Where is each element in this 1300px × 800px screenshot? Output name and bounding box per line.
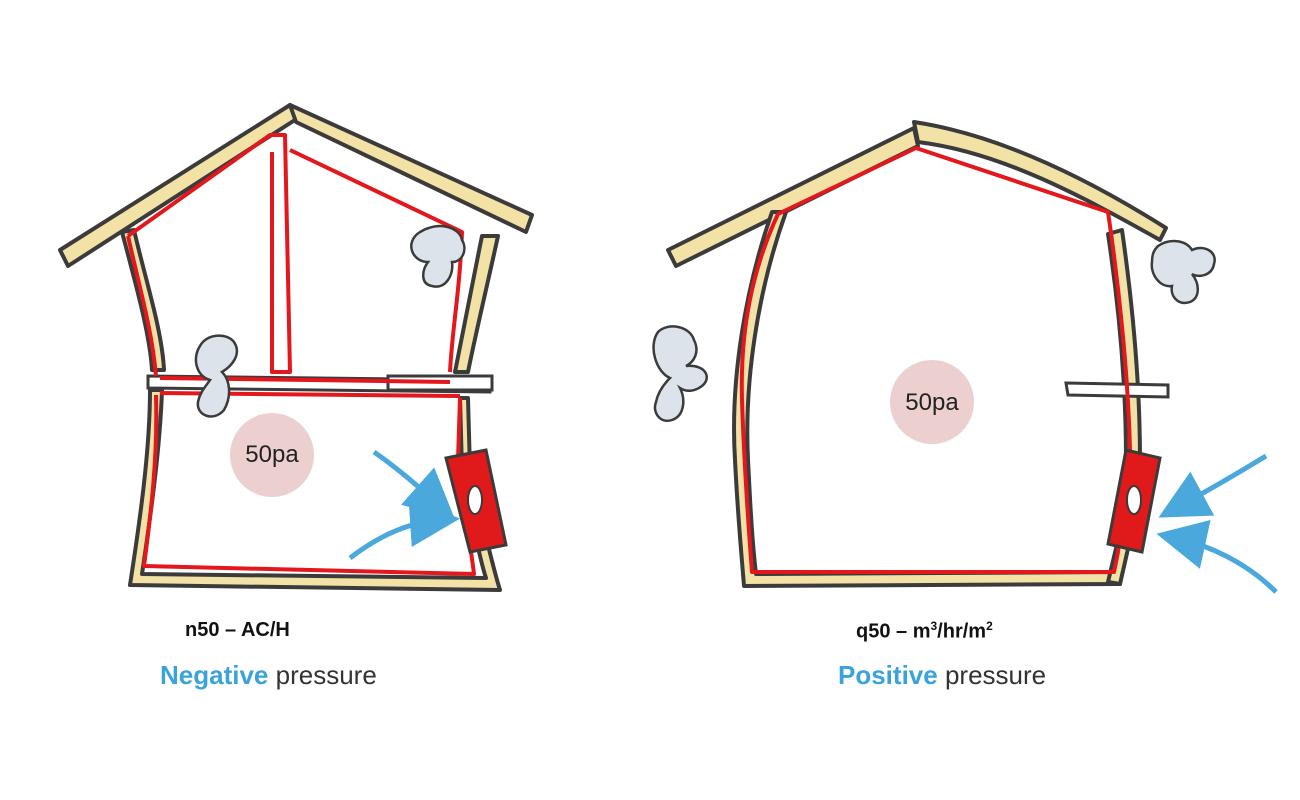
right-mode-label: Positive pressure [838,660,1046,691]
right-metric-label: q50 – m3/hr/m2 [856,619,993,644]
left-airflow-arrow-lower [348,497,460,560]
right-mode-highlight: Positive [838,660,938,690]
right-metric-sup2: 2 [986,619,993,633]
right-mode-rest: pressure [944,660,1047,690]
right-roof-right-board [912,120,1168,242]
right-house: 50pa [652,120,1278,594]
right-shelf [1064,381,1170,399]
right-airflow-arrow-lower [1156,519,1278,594]
right-metric-sup1: 3 [930,619,938,633]
left-metric-label: n50 – AC/H [185,619,290,641]
right-pressure-value: 50pa [905,389,959,416]
left-leak-cloud-upper [410,224,466,288]
left-roof-right-board [288,103,534,234]
left-leak-cloud-lower [194,334,239,418]
left-lower-shell [128,388,502,592]
left-mode-label: Negative pressure [160,660,377,691]
right-fan-opening [1126,485,1142,515]
right-roof-left-board [666,126,920,268]
right-airflow-arrow-upper [1158,453,1268,518]
right-pressure-bubble [890,360,974,444]
right-air-barrier [739,146,1132,574]
left-wall-upper-right [453,234,500,374]
left-pressure-bubble [230,413,314,497]
left-pressure-value: 50pa [245,441,299,468]
left-roof-left-board [58,103,300,268]
right-leak-cloud-upper [1150,239,1216,305]
left-mode-highlight: Negative [160,660,269,690]
right-metric-mid: /hr/m [937,620,987,643]
left-air-barrier-lower [142,394,476,576]
left-air-barrier-left-wall [126,235,158,377]
left-air-barrier-attic [126,133,292,374]
right-leak-cloud-left [652,325,708,423]
left-fan-opening [467,485,483,515]
left-house: 50pa [58,103,534,592]
left-airflow-arrow-upper [372,449,455,520]
right-metric-prefix: q50 – m [856,620,931,643]
left-mode-rest: pressure [275,660,377,690]
